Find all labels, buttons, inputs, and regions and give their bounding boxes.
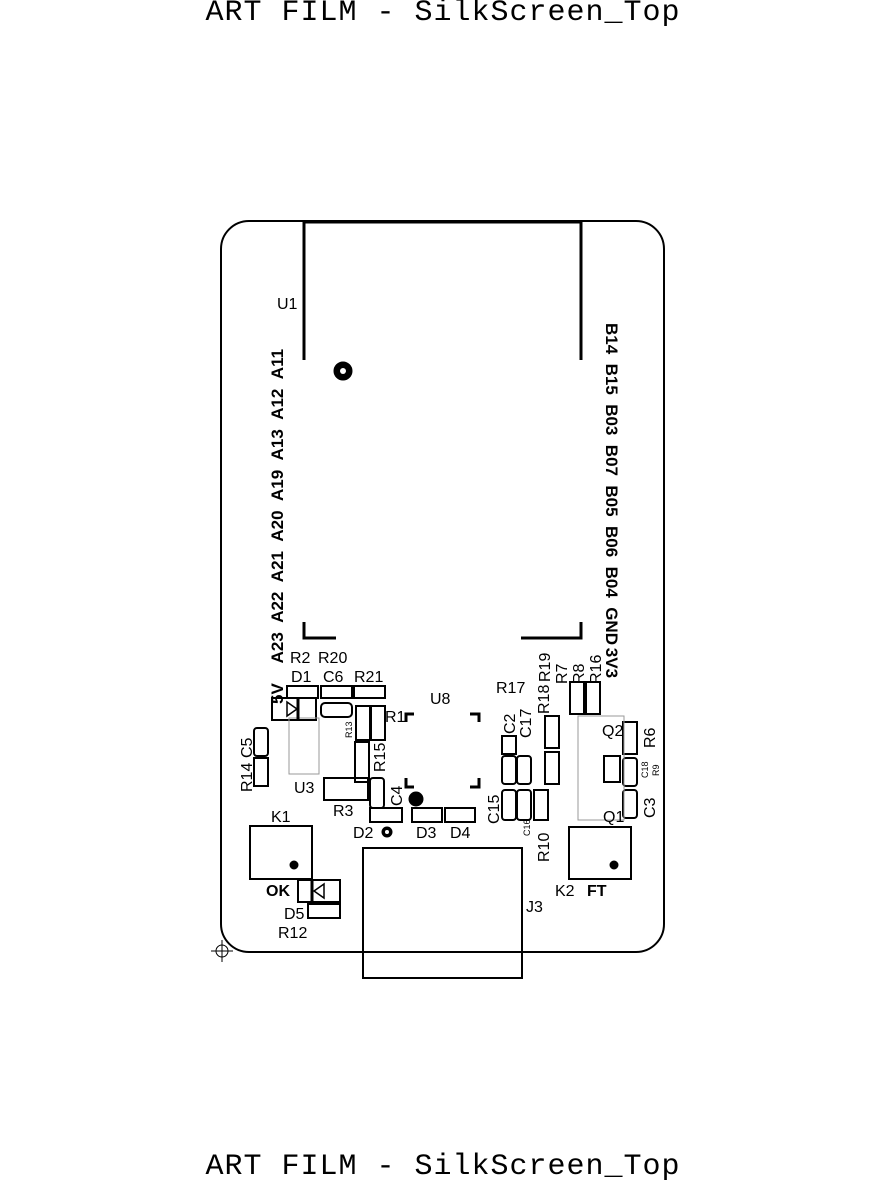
left-pin-label: A19	[268, 470, 287, 501]
label-c17: C17	[518, 709, 535, 738]
label-r16: R16	[588, 655, 605, 684]
label-u3: U3	[294, 780, 315, 797]
module-u1-bottom-right	[521, 622, 583, 640]
label-r2: R2	[290, 650, 311, 667]
label-c16: C16	[522, 819, 532, 836]
label-c18: C18	[640, 761, 650, 778]
right-pin-label: GND	[602, 607, 621, 645]
label-c2: C2	[502, 713, 519, 734]
label-r10: R10	[536, 833, 553, 862]
left-pin-labels: 5V A23 A22 A21 A20 A19 A13 A12 A11	[268, 349, 287, 704]
board-outline	[220, 220, 665, 953]
right-pin-label: B06	[602, 526, 621, 557]
label-d3: D3	[416, 825, 437, 842]
label-r18: R18	[536, 685, 553, 714]
right-pin-label: B07	[602, 445, 621, 476]
header-title: ART FILM - SilkScreen_Top	[205, 0, 681, 30]
label-ok: OK	[266, 883, 290, 900]
right-pin-label: B14	[602, 323, 621, 355]
label-d2: D2	[353, 825, 374, 842]
label-d1: D1	[291, 669, 312, 686]
left-pin-label: A23	[268, 632, 287, 663]
left-pin-label: A12	[268, 389, 287, 420]
pin1-dot-u8	[408, 791, 424, 807]
label-c6: C6	[323, 669, 344, 686]
label-k2: K2	[555, 883, 575, 900]
label-r7: R7	[554, 663, 571, 684]
connector-j3-outline	[362, 847, 523, 979]
left-pin-label: A11	[268, 349, 287, 379]
label-c3: C3	[642, 797, 659, 818]
left-pin-label: A20	[268, 510, 287, 541]
right-pin-label: B04	[602, 567, 621, 599]
label-r9: R9	[651, 764, 661, 776]
left-pin-label: A13	[268, 429, 287, 460]
label-c4: C4	[389, 785, 406, 806]
footer-title: ART FILM - SilkScreen_Top	[205, 1150, 681, 1184]
label-c15: C15	[486, 795, 503, 824]
label-r17: R17	[496, 680, 525, 697]
label-r13: R13	[344, 721, 354, 738]
right-pin-label: B03	[602, 404, 621, 435]
label-r21: R21	[354, 669, 383, 686]
button-k1-outline	[249, 825, 313, 880]
left-pin-label: 5V	[268, 683, 287, 704]
label-ft: FT	[587, 883, 607, 900]
label-r6: R6	[642, 727, 659, 748]
module-u1-bottom-left	[302, 622, 336, 640]
label-d4: D4	[450, 825, 471, 842]
label-q2: Q2	[602, 723, 623, 740]
button-k2-outline	[568, 826, 632, 880]
label-u8: U8	[430, 691, 451, 708]
left-pin-label: A22	[268, 592, 287, 623]
right-pin-label: 3V3	[602, 648, 621, 678]
label-u1: U1	[277, 296, 298, 313]
label-r1: R1	[385, 709, 406, 726]
label-r3: R3	[333, 803, 354, 820]
label-q1: Q1	[603, 809, 624, 826]
label-r19: R19	[537, 653, 554, 682]
left-pin-label: A21	[268, 551, 287, 582]
label-j3: J3	[526, 899, 543, 916]
label-r8: R8	[571, 663, 588, 684]
module-u1-outline	[302, 220, 583, 360]
label-c5: C5	[239, 737, 256, 758]
label-r14: R14	[239, 763, 256, 792]
label-d5: D5	[284, 906, 305, 923]
label-r15: R15	[372, 743, 389, 772]
label-r20: R20	[318, 650, 347, 667]
label-k1: K1	[271, 809, 291, 826]
label-r12: R12	[278, 925, 307, 942]
right-pin-label: B05	[602, 485, 621, 516]
right-pin-label: B15	[602, 364, 621, 395]
